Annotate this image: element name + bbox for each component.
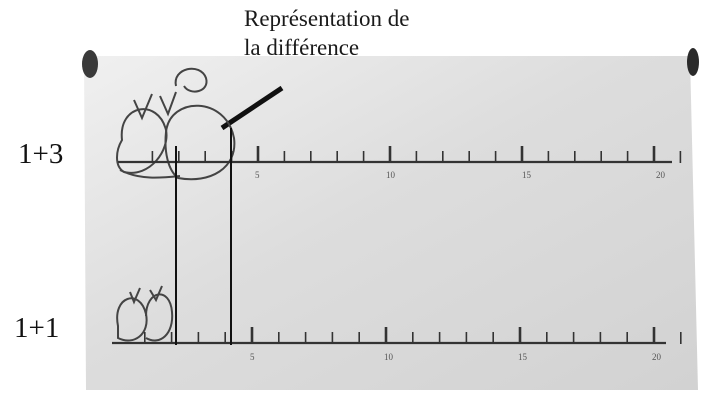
annotation-arrow (220, 85, 284, 131)
top-tick-labels: 5 10 15 20 (255, 170, 666, 180)
top-tick-label-15: 15 (522, 170, 532, 180)
annotation-line-2: la différence (244, 35, 360, 60)
annotation-caption: Représentation de la différence (244, 4, 574, 62)
bottom-tick-labels: 5 10 15 20 (250, 352, 662, 362)
bottom-tick-label-10: 10 (384, 352, 394, 362)
top-tick-label-10: 10 (386, 170, 396, 180)
corner-shadow-left (82, 50, 98, 78)
row-label-bottom: 1+1 (14, 312, 60, 344)
bottom-tick-label-20: 20 (652, 352, 662, 362)
bottom-ticks (144, 327, 682, 344)
paper-sheet (84, 56, 698, 390)
bottom-tick-label-5: 5 (250, 352, 255, 362)
top-drawing (116, 67, 236, 181)
corner-shadow-right (687, 48, 699, 76)
top-tick-label-5: 5 (255, 170, 260, 180)
row-label-top: 1+3 (18, 138, 64, 170)
annotation-line-1: Représentation de (244, 6, 410, 31)
bottom-drawing (116, 285, 174, 342)
top-tick-label-20: 20 (656, 170, 666, 180)
top-ticks (151, 146, 682, 163)
bottom-tick-label-15: 15 (518, 352, 528, 362)
